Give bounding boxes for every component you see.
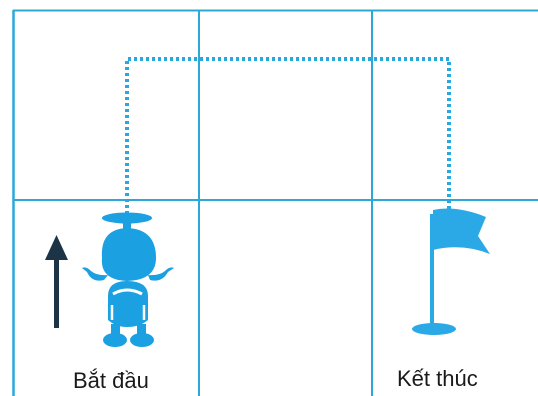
grid-lines: [12, 9, 538, 396]
route-path: [125, 57, 451, 214]
end-label: Kết thúc: [397, 366, 478, 391]
start-label: Bắt đầu: [73, 368, 149, 393]
up-arrow-icon: [45, 235, 68, 328]
robot-icon: [82, 212, 174, 347]
flag-icon: [412, 208, 490, 335]
